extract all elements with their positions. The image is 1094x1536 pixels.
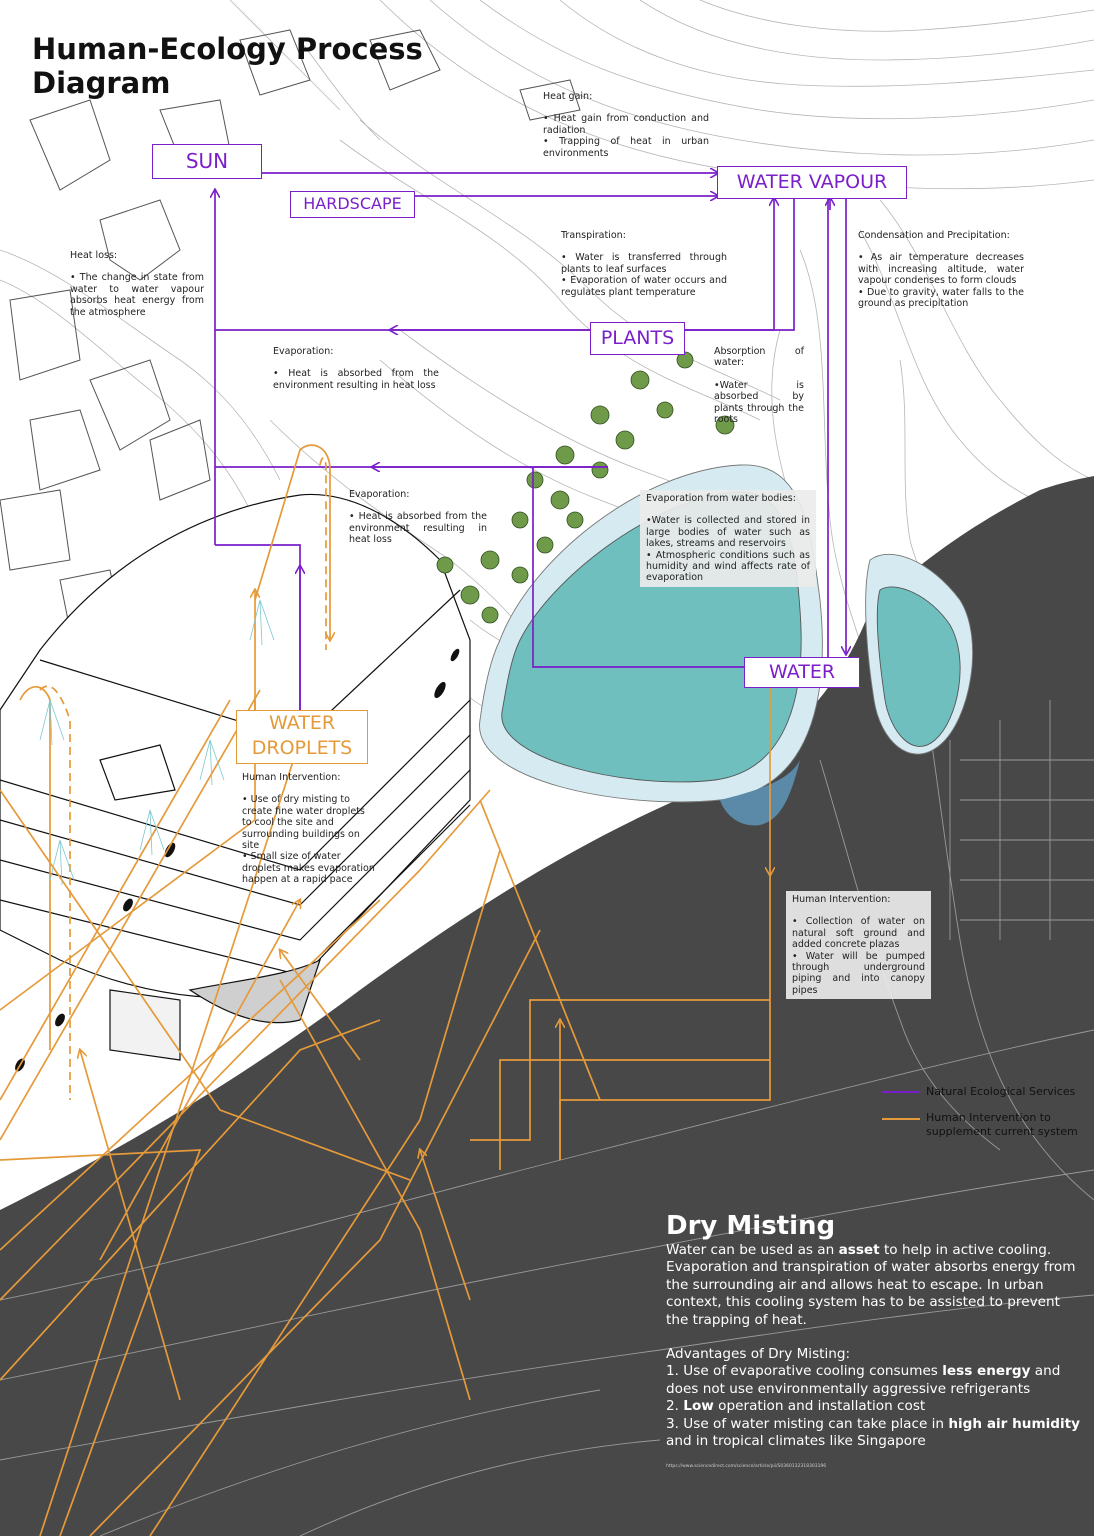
note-human-intervention-droplets: Human Intervention: • Use of dry misting…: [242, 772, 376, 886]
note-body: • The change in state from water to wate…: [70, 272, 204, 318]
note-body: • Water is transferred through plants to…: [561, 252, 727, 298]
human-flow-lines: [0, 444, 770, 1536]
asset-bold: asset: [838, 1242, 880, 1258]
note-heading: Absorption of water:: [714, 346, 804, 369]
dry-misting-panel: Dry Misting Water can be used as an asse…: [666, 1210, 1082, 1450]
note-evaporation-bodies: Evaporation from water bodies: •Water is…: [640, 490, 816, 587]
node-water-vapour: WATER VAPOUR: [717, 166, 907, 199]
note-heat-loss: Heat loss: • The change in state from wa…: [70, 250, 204, 318]
page-title: Human-Ecology Process Diagram: [32, 32, 423, 100]
legend-human-swatch: [882, 1118, 920, 1120]
natural-flow-lines: [215, 173, 846, 712]
reference-link[interactable]: https://www.sciencedirect.com/science/ar…: [666, 1464, 827, 1469]
dry-misting-advantages-title: Advantages of Dry Misting:: [666, 1346, 851, 1363]
note-body: •Water is collected and stored in large …: [646, 515, 810, 584]
node-water: WATER: [744, 657, 860, 688]
note-heading: Heat gain:: [543, 91, 593, 102]
note-heading: Evaporation:: [349, 489, 410, 500]
note-heading: Condensation and Precipitation:: [858, 230, 1010, 241]
note-transpiration: Transpiration: • Water is transferred th…: [561, 230, 727, 298]
note-heading: Evaporation from water bodies:: [646, 493, 796, 504]
note-body: • As air temperature decreases with incr…: [858, 252, 1024, 310]
note-heading: Evaporation:: [273, 346, 334, 357]
node-water-droplets: WATER DROPLETS: [236, 710, 368, 764]
advantage-2: 2. Low operation and installation cost: [666, 1398, 926, 1415]
advantage-1: 1. Use of evaporative cooling consumes l…: [666, 1363, 1061, 1397]
note-body: • Collection of water on natural soft gr…: [792, 916, 925, 996]
building-block: [0, 493, 471, 1061]
node-plants: PLANTS: [590, 322, 685, 355]
dry-misting-intro: Water can be used as an asset to help in…: [666, 1242, 1076, 1328]
node-water-droplets-line2: DROPLETS: [251, 737, 353, 759]
note-heading: Heat loss:: [70, 250, 118, 261]
note-heading: Human Intervention:: [792, 894, 891, 905]
note-body: • Heat gain from conduction and radiatio…: [543, 113, 709, 159]
note-condensation: Condensation and Precipitation: • As air…: [858, 230, 1024, 309]
note-body: • Heat is absorbed from the environment …: [349, 511, 487, 546]
dark-ground-area: [0, 476, 1094, 1536]
note-heading: Human Intervention:: [242, 772, 341, 783]
note-evaporation-lower: Evaporation: • Heat is absorbed from the…: [349, 489, 487, 546]
legend-natural-swatch: [882, 1091, 920, 1093]
underground-lines: [0, 559, 1094, 1536]
note-human-intervention-collection: Human Intervention: • Collection of wate…: [786, 891, 931, 1000]
water-body-right: [876, 586, 961, 747]
note-evaporation-upper: Evaporation: • Heat is absorbed from the…: [273, 346, 439, 391]
note-heading: Transpiration:: [561, 230, 626, 241]
advantage-3: 3. Use of water misting can take place i…: [666, 1415, 1081, 1450]
node-sun: SUN: [152, 144, 262, 179]
note-absorption: Absorption of water: •Water is absorbed …: [714, 346, 804, 425]
note-heat-gain: Heat gain: • Heat gain from conduction a…: [543, 91, 709, 159]
legend-natural-label: Natural Ecological Services: [926, 1085, 1076, 1098]
tree-cluster: [436, 351, 735, 624]
legend-human-label: Human Intervention to supplement current…: [926, 1111, 1078, 1138]
water-body-overlap: [720, 760, 800, 826]
note-body: • Use of dry misting to create fine wate…: [242, 794, 375, 886]
note-body: •Water is absorbed by plants through the…: [714, 379, 804, 426]
node-water-droplets-line1: WATER: [268, 712, 336, 734]
node-hardscape: HARDSCAPE: [290, 191, 415, 218]
dry-misting-title: Dry Misting: [666, 1211, 836, 1241]
note-body: • Heat is absorbed from the environment …: [273, 368, 439, 391]
mist-sprays: [39, 599, 275, 886]
